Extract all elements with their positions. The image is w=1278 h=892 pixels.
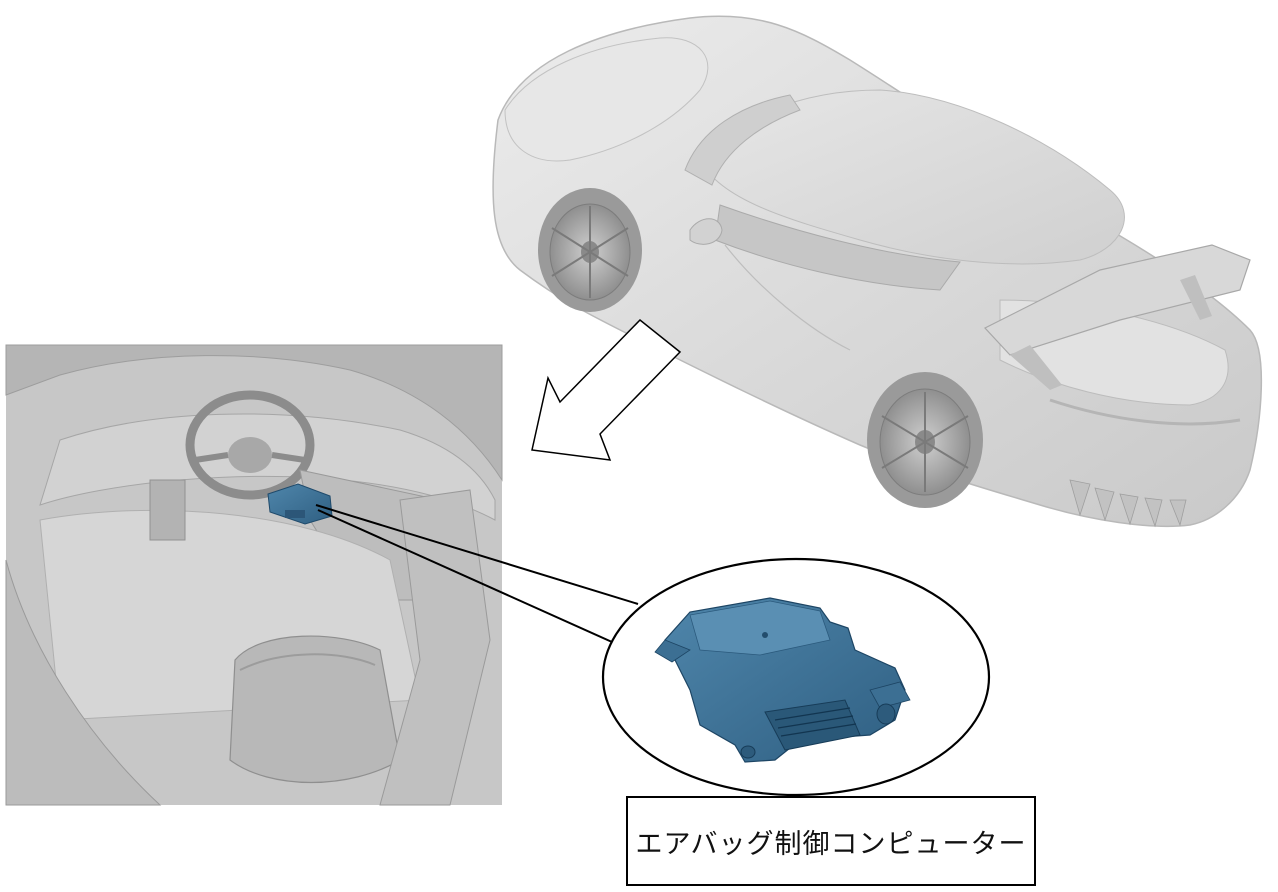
b-pillar [379,489,491,806]
car-exterior-illustration [492,15,1263,528]
car-wing-strut-left [1010,345,1062,390]
airbag-ecu-detail [654,597,911,763]
component-label: エアバッグ制御コンピューター [635,828,1027,860]
leader-lines [315,504,639,643]
car-diffuser [1069,479,1187,528]
component-label-box: エアバッグ制御コンピューター [626,796,1036,886]
car-front-wheel [538,188,642,312]
car-hood [504,37,709,162]
seat [229,635,401,784]
car-windshield [684,94,801,186]
car-door-line [724,244,851,351]
door-sill [5,559,162,806]
component-detail-zoom [601,557,991,797]
steering-wheel [185,390,315,500]
car-rear-wheel [867,372,983,508]
cabin-interior-illustration [5,344,503,806]
door-frame [5,344,503,482]
car-side-mirror [689,218,723,245]
car-rear-light-bar [1049,398,1241,426]
pedal-box [149,479,186,541]
car-roof [699,89,1125,265]
car-wing-strut-right [1180,275,1212,320]
direction-arrow [531,318,682,461]
car-side-window [714,204,961,291]
